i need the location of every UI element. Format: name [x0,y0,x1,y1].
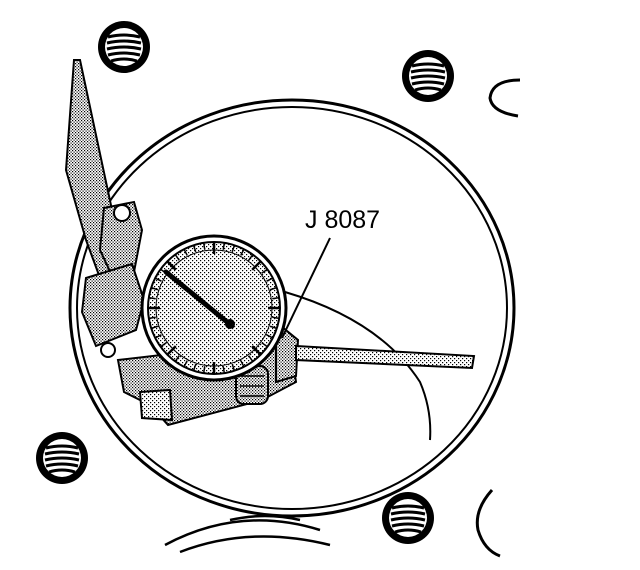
dial-tick [231,244,236,253]
callout-leader [281,237,331,339]
dial-tick [231,363,236,372]
dial-tick [202,366,206,374]
bolt-hole-top-right [402,50,454,102]
dial-tick [240,360,245,368]
adjacent-bore-arc-bottom-right [475,488,501,558]
dial-tick [251,345,262,356]
cylinder-bore-inner [76,106,508,510]
dial-tick [266,334,274,339]
cylinder-bore-outer [68,98,516,518]
dial-tick [248,254,254,261]
dial-tick [154,277,162,282]
dial-tick [266,277,274,282]
dial-tick [148,316,156,320]
dial-tick [261,268,268,274]
dial-tick [183,360,188,368]
dial-tick [202,242,206,250]
dial-tick-marks [148,242,280,374]
dial-tick [166,345,177,356]
bolt-hole-top-left [98,21,150,73]
dial-tick [166,260,177,271]
dial-tick [192,244,197,253]
dial-tick [251,260,262,271]
dial-tick [150,325,159,330]
plunger-rod [295,344,476,370]
dial-tick [248,355,254,362]
dial-tick [269,286,278,291]
dial-tick [160,342,167,348]
bolt-hole-bottom-left [36,432,88,484]
dial-tick [174,254,180,261]
dial-tick [150,286,159,291]
dial-tick [272,316,280,320]
dial-tick [269,325,278,330]
dial-pivot [225,319,235,329]
dial-tick [261,342,268,348]
dial-tick [222,242,226,250]
dial-tick [222,366,226,374]
dial-tick [174,355,180,362]
dial-tick [240,248,245,256]
dial-indicator [140,234,288,382]
dial-needle [163,269,235,329]
adjacent-bore-arc-bottom [164,514,331,554]
dial-tick [272,296,280,300]
adjacent-bore-arc-top-right [488,78,521,118]
dial-tick [148,296,156,300]
bolt-hole-bottom-right [382,492,434,544]
dial-tick [154,334,162,339]
dial-tick [183,248,188,256]
tool-callout-label: J 8087 [305,206,380,234]
dial-tick [192,363,197,372]
